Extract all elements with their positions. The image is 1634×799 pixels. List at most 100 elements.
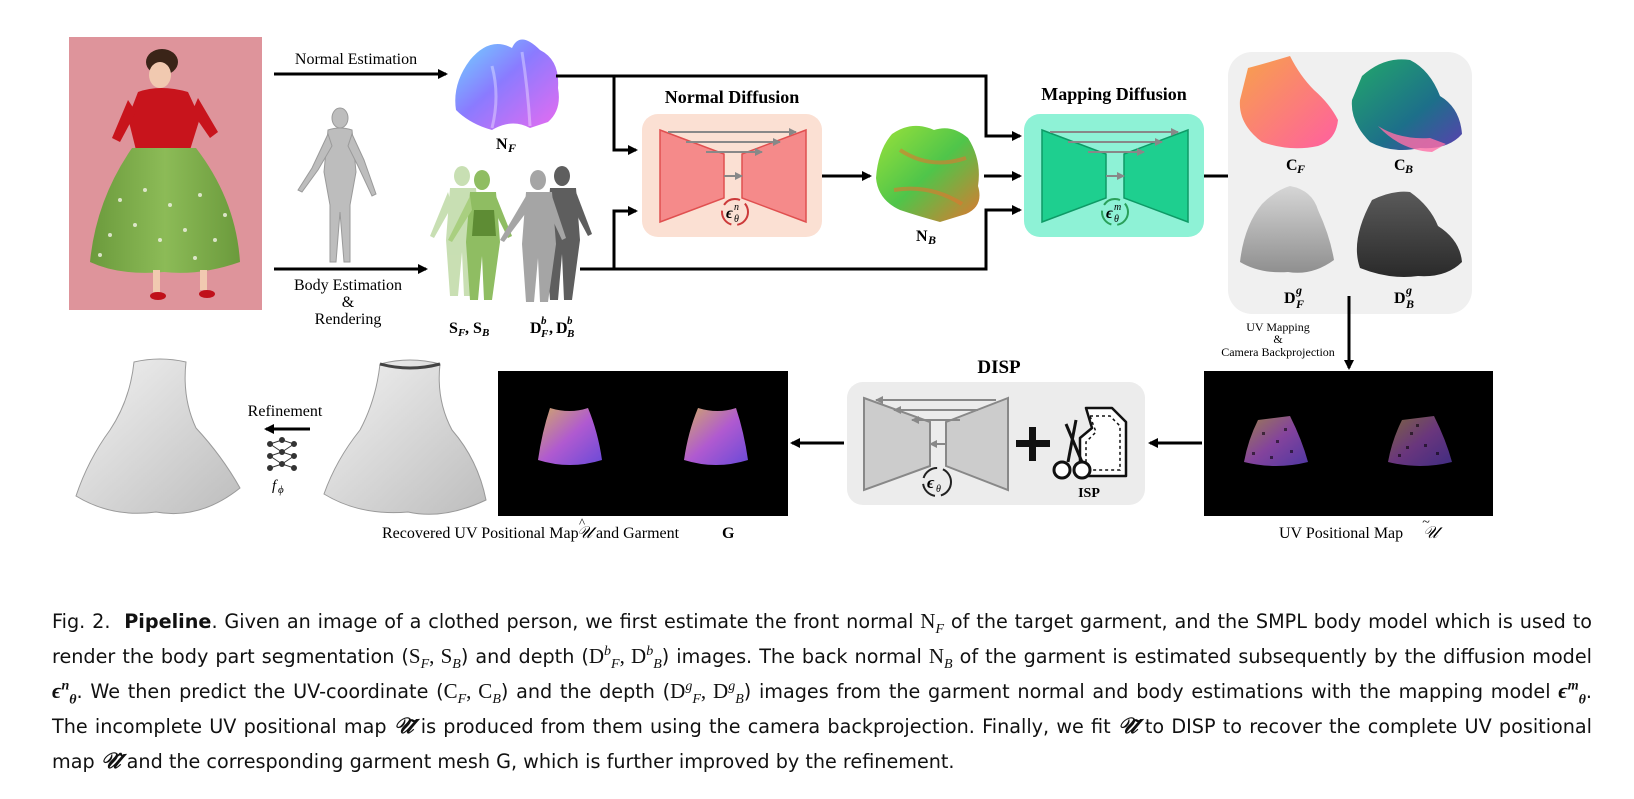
disp-network: ϵ θ <box>847 382 1145 505</box>
camera-backprojection-label: Camera Backprojection <box>1221 345 1335 359</box>
svg-text:F: F <box>1296 162 1305 176</box>
svg-text:g: g <box>1405 283 1412 297</box>
caption-symbol-eps-m: ϵmθ <box>1558 678 1586 708</box>
caption-symbol-NF: NF <box>920 609 945 638</box>
ampersand-label: & <box>342 294 355 311</box>
uv-mapping-amp-label: & <box>1273 332 1283 346</box>
NB-label: N B <box>916 228 936 247</box>
DFg-label: D g F <box>1284 283 1304 311</box>
caption-text-11: to DISP to recover the complete UV posit… <box>52 715 1593 773</box>
isp-scissors-pattern-icon <box>1052 406 1128 480</box>
refinement-label: Refinement <box>248 403 323 420</box>
back-normal-map-image <box>876 125 980 222</box>
caption-text-12: and the corresponding garment mesh G, wh… <box>120 750 955 773</box>
mapping-diffusion-title: Mapping Diffusion <box>1041 84 1187 104</box>
caption-text-1: . Given an image of a clothed person, we… <box>211 610 921 633</box>
svg-text:ϵ: ϵ <box>927 473 935 492</box>
svg-text:B: B <box>1405 297 1414 311</box>
svg-text:S: S <box>473 320 482 337</box>
svg-text:F: F <box>1295 297 1304 311</box>
caption-text-3: ) and depth ( <box>460 645 589 668</box>
recovered-uv-caption: Recovered UV Positional Map 𝒰 ^ and Garm… <box>382 515 735 542</box>
CF-uv-coord-image <box>1239 56 1338 149</box>
svg-text:θ: θ <box>734 214 739 225</box>
DBg-label: D g B <box>1394 283 1414 311</box>
rendering-label: Rendering <box>315 311 382 328</box>
incomplete-uv-positional-map-image <box>1204 371 1493 516</box>
body-estimation-label: Body Estimation <box>294 277 402 294</box>
mapping-diffusion-network: ϵ m θ <box>1024 114 1204 237</box>
caption-symbol-U-hat: 𝒰̂ <box>100 748 121 773</box>
svg-text:m: m <box>1114 202 1121 213</box>
svg-text:~: ~ <box>1422 515 1430 530</box>
svg-text:n: n <box>734 202 739 213</box>
svg-text:ϕ: ϕ <box>278 484 284 496</box>
svg-text:𝒰: 𝒰 <box>577 523 597 542</box>
svg-text:D: D <box>1284 290 1296 307</box>
isp-label: ISP <box>1078 486 1100 501</box>
caption-symbol-eps-n: ϵnθ <box>52 678 77 708</box>
caption-text-7: ) and the depth ( <box>500 680 671 703</box>
body-depth-renders <box>500 166 592 302</box>
caption-symbol-Dg: DgF, DgB <box>670 679 744 708</box>
connector-lines-top <box>556 74 1022 271</box>
svg-text:B: B <box>481 327 489 339</box>
NF-label: N F <box>496 136 516 155</box>
caption-symbol-NB: NB <box>928 644 953 673</box>
svg-text:UV Positional Map: UV Positional Map <box>1279 525 1403 542</box>
f-phi-label: f ϕ <box>272 478 284 496</box>
caption-text-6: . We then predict the UV-coordinate ( <box>76 680 444 703</box>
SF-SB-label: S F , S B <box>449 320 489 339</box>
caption-symbol-U-tilde: 𝒰̃ <box>393 713 414 738</box>
mapping-outputs-panel <box>1228 52 1472 314</box>
caption-text-10: is produced from them using the camera b… <box>413 715 1118 738</box>
svg-text:F: F <box>540 328 549 340</box>
CB-label: C B <box>1394 157 1413 176</box>
recovered-uv-positional-map-image <box>498 371 788 516</box>
svg-text:^: ^ <box>579 515 585 530</box>
svg-text:and Garment: and Garment <box>596 525 680 542</box>
svg-text:G: G <box>722 525 735 542</box>
svg-text:S: S <box>449 320 458 337</box>
caption-title: Pipeline <box>124 610 212 633</box>
coarse-garment-mesh <box>323 359 487 515</box>
caption-text-2: of the target garment, and the SMPL body… <box>52 610 1593 668</box>
refined-garment-mesh <box>75 358 241 515</box>
caption-text-9: . The incomplete UV positional map <box>52 680 1593 738</box>
svg-text:θ: θ <box>1114 214 1119 225</box>
front-normal-map-image <box>455 39 559 130</box>
disp-title: DISP <box>977 357 1021 378</box>
svg-text:D: D <box>556 320 568 337</box>
normal-diffusion-title: Normal Diffusion <box>665 87 800 107</box>
svg-text:g: g <box>1295 283 1302 297</box>
caption-symbol-Db: DbF, DbB <box>588 644 662 673</box>
svg-text:f: f <box>272 478 278 494</box>
svg-text:B: B <box>1404 162 1413 176</box>
svg-text:C: C <box>1394 157 1406 174</box>
svg-text:N: N <box>916 228 928 245</box>
svg-text:F: F <box>507 141 516 155</box>
svg-text:θ: θ <box>936 484 941 495</box>
svg-text:N: N <box>496 136 508 153</box>
caption-fig-number: Fig. 2. <box>52 610 111 633</box>
input-photo <box>69 37 262 310</box>
caption-symbol-U-tilde-2: 𝒰̃ <box>1117 713 1138 738</box>
CF-label: C F <box>1286 157 1305 176</box>
DFb-DBb-label: D b F , D b B <box>530 315 574 340</box>
DBg-depth-image <box>1356 191 1462 277</box>
caption-symbol-SF-SB: SF, SB <box>408 644 461 673</box>
plus-icon <box>1016 427 1050 461</box>
svg-text:ϵ: ϵ <box>726 205 733 222</box>
svg-text:ϵ: ϵ <box>1106 205 1113 222</box>
caption-symbol-CF-CB: CF, CB <box>443 679 501 708</box>
caption-text-5: of the garment is estimated subsequently… <box>952 645 1593 668</box>
mlp-network-icon <box>267 437 297 471</box>
svg-text:B: B <box>927 233 936 247</box>
figure-caption: Fig. 2. Pipeline. Given an image of a cl… <box>52 604 1592 779</box>
svg-text:,: , <box>549 320 553 337</box>
normal-estimation-label: Normal Estimation <box>295 51 417 68</box>
normal-diffusion-network: ϵ n θ <box>642 114 822 237</box>
svg-text:Recovered UV Positional Map: Recovered UV Positional Map <box>382 525 579 542</box>
svg-text:B: B <box>566 328 574 340</box>
uv-positional-map-caption: UV Positional Map 𝒰 ~ <box>1279 515 1443 542</box>
